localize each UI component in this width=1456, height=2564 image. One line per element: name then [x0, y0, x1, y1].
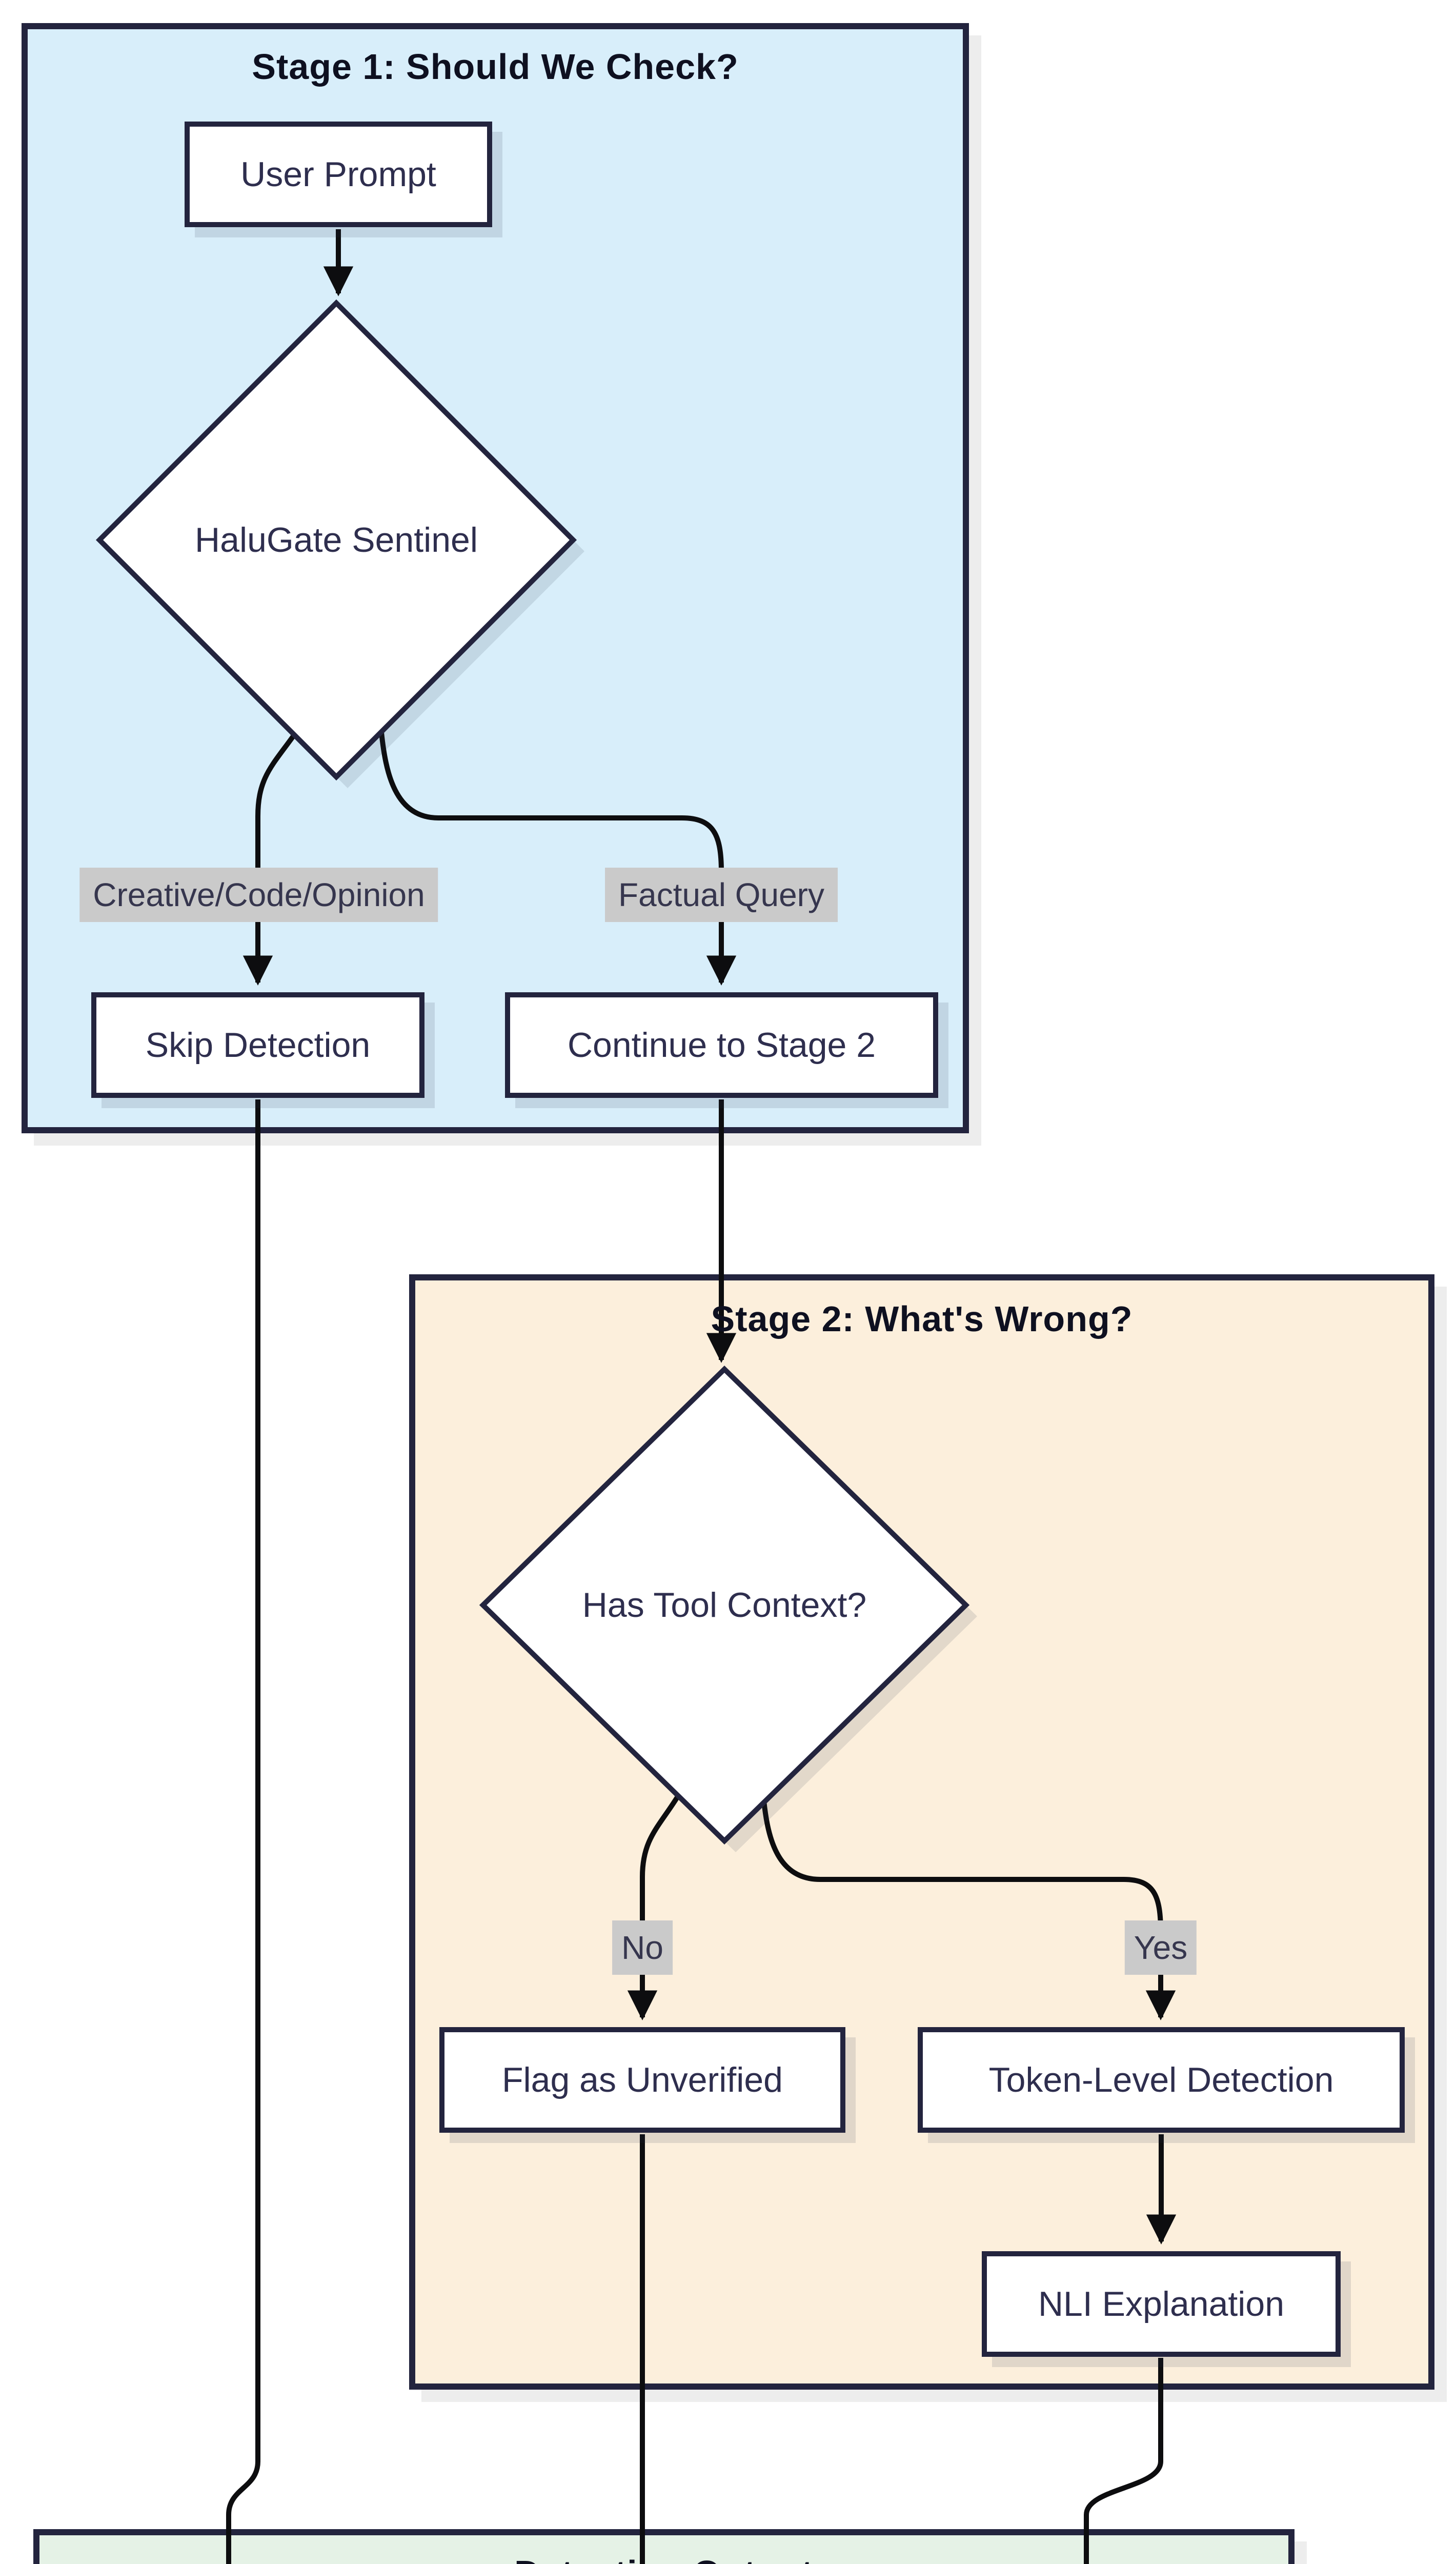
edge-label-no: No: [612, 1920, 673, 1975]
detection-output-title: Detection Output: [514, 2553, 814, 2564]
cluster-stage2: [409, 1274, 1434, 2390]
node-token-level-detection: Token-Level Detection: [918, 2027, 1405, 2133]
node-continue-stage2: Continue to Stage 2: [505, 992, 938, 1098]
node-has-tool-context-label: Has Tool Context?: [582, 1586, 867, 1625]
stage2-title: Stage 2: What's Wrong?: [711, 1299, 1133, 1339]
cluster-stage1: [22, 23, 969, 1133]
node-halugate-sentinel-label: HaluGate Sentinel: [195, 520, 478, 559]
node-user-prompt: User Prompt: [185, 122, 492, 227]
edge-label-creative-code-opinion: Creative/Code/Opinion: [79, 868, 438, 922]
node-flag-unverified: Flag as Unverified: [439, 2027, 845, 2133]
stage1-title: Stage 1: Should We Check?: [252, 47, 739, 87]
node-skip-detection: Skip Detection: [91, 992, 424, 1098]
edge-label-factual-query: Factual Query: [605, 868, 838, 922]
node-nli-explanation: NLI Explanation: [982, 2251, 1341, 2357]
edge-skip-to-pass: [226, 1099, 260, 2564]
edge-label-yes: Yes: [1124, 1920, 1197, 1975]
